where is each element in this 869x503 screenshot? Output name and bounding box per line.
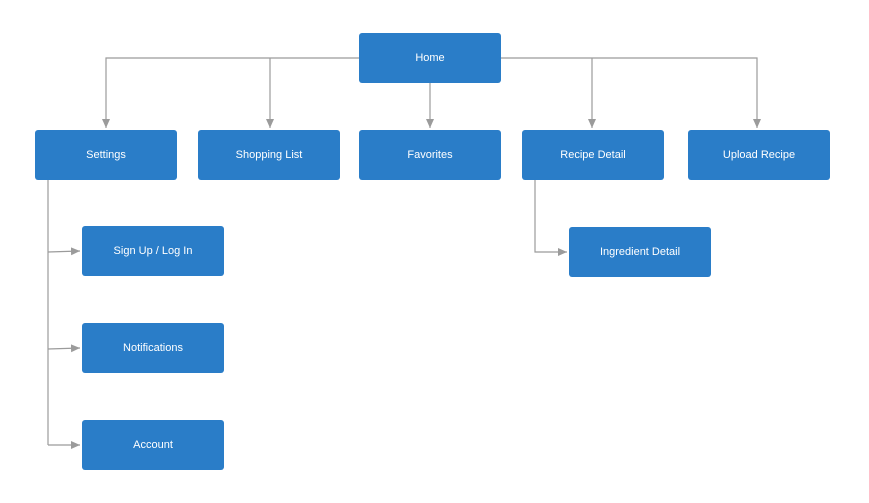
- connector-home-settings: [102, 57, 359, 128]
- node-home-label: Home: [415, 52, 445, 64]
- node-settings-label: Settings: [86, 149, 126, 161]
- node-recipe-detail-label: Recipe Detail: [560, 149, 626, 161]
- node-shopping-list[interactable]: Shopping List: [198, 130, 340, 180]
- node-notifications[interactable]: Notifications: [82, 323, 224, 373]
- connector-settings-sign-up: [47, 247, 81, 256]
- node-upload-recipe-label: Upload Recipe: [722, 149, 796, 161]
- connector-settings-notifications: [47, 344, 81, 353]
- node-upload-recipe[interactable]: Upload Recipe: [688, 130, 830, 180]
- connector-recipe-ingredient: [534, 180, 567, 256]
- node-recipe-detail[interactable]: Recipe Detail: [522, 130, 664, 180]
- node-sign-up-log-in[interactable]: Sign Up / Log In: [82, 226, 224, 276]
- node-account[interactable]: Account: [82, 420, 224, 470]
- node-notifications-label: Notifications: [123, 342, 183, 354]
- connector-home-upload-recipe: [501, 57, 761, 128]
- node-settings[interactable]: Settings: [35, 130, 177, 180]
- node-ingredient-detail[interactable]: Ingredient Detail: [569, 227, 711, 277]
- node-favorites[interactable]: Favorites: [359, 130, 501, 180]
- node-favorites-label: Favorites: [407, 149, 453, 161]
- node-home[interactable]: Home: [359, 33, 501, 83]
- node-shopping-list-label: Shopping List: [235, 149, 303, 161]
- node-sign-up-log-in-label: Sign Up / Log In: [113, 245, 193, 257]
- node-ingredient-detail-label: Ingredient Detail: [599, 246, 681, 258]
- node-account-label: Account: [133, 439, 173, 451]
